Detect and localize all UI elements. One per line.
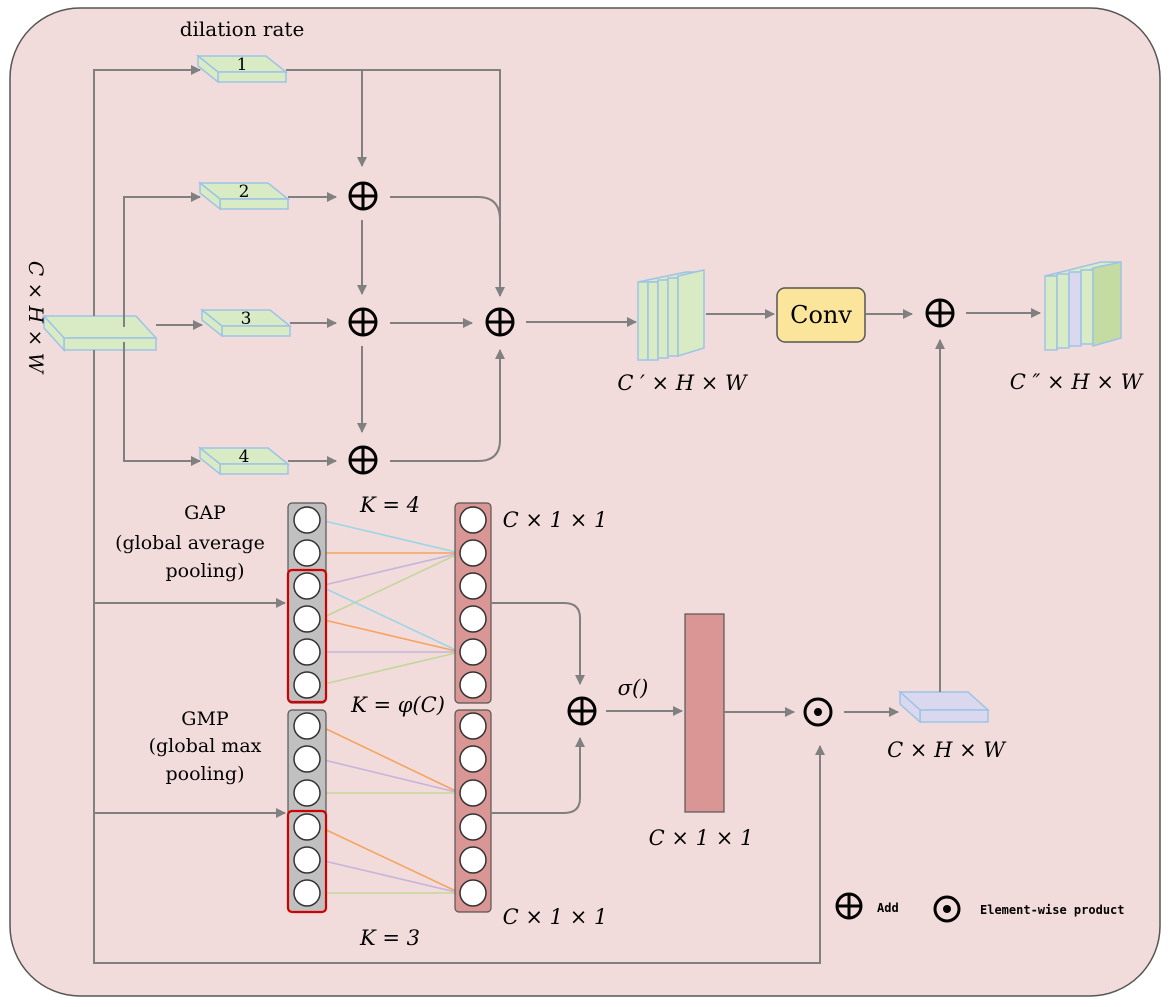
gmp-edge-1 xyxy=(319,758,461,794)
gap-edge-3 xyxy=(319,552,461,620)
conv-block: Conv xyxy=(776,287,866,343)
k-top-label: K = 4 xyxy=(359,493,420,517)
legend-add-icon xyxy=(835,892,863,920)
gap-fc-neuron-4 xyxy=(459,638,487,666)
gap-label-line3: pooling) xyxy=(165,560,244,582)
concat-dims-label: C ′ × H × W xyxy=(617,371,749,395)
gmp-neuron-1 xyxy=(293,745,321,773)
c11-bottom-label: C × 1 × 1 xyxy=(503,905,608,929)
gmp-fc-neuron-3 xyxy=(459,813,487,841)
legend-add-label: Add xyxy=(877,901,899,915)
gmp-edge-0 xyxy=(319,725,461,794)
dilation-rate-label: dilation rate xyxy=(180,17,305,41)
dilation-rate-4: 4 xyxy=(239,447,250,467)
c11-top-label: C × 1 × 1 xyxy=(503,508,608,532)
pooling-network xyxy=(286,502,492,914)
dilation-block-1: 1 xyxy=(195,54,289,84)
diagram-panel xyxy=(9,7,1161,997)
add-node-output xyxy=(925,298,955,328)
add-node-3 xyxy=(348,445,378,475)
input-dims-label: C × H × W xyxy=(24,261,48,375)
gap-edge-2 xyxy=(319,552,461,587)
gap-edge-7 xyxy=(319,651,461,686)
gap-window-highlight xyxy=(286,568,328,704)
gap-fc-neuron-2 xyxy=(459,572,487,600)
gap-neuron-4 xyxy=(293,638,321,666)
output-dims-label: C ″ × H × W xyxy=(1010,370,1145,394)
attention-weights-bar xyxy=(684,613,725,813)
legend-product-label: Element-wise product xyxy=(980,903,1125,917)
gmp-neuron-4 xyxy=(293,846,321,874)
output-feature-map xyxy=(1044,261,1122,351)
k-mid-label: K = φ(C) xyxy=(350,693,445,717)
gmp-fc-neuron-1 xyxy=(459,745,487,773)
gap-edge-0 xyxy=(319,519,461,554)
gap-edge-5 xyxy=(319,618,461,653)
dilation-block-2: 2 xyxy=(197,181,291,211)
dilation-rate-1: 1 xyxy=(237,55,248,75)
conv-label: Conv xyxy=(790,301,852,329)
legend-product-icon xyxy=(933,895,961,923)
gmp-label-line3: pooling) xyxy=(165,763,244,785)
weighted-feature-map xyxy=(898,690,990,724)
product-node xyxy=(803,697,833,727)
add-node-2 xyxy=(348,307,378,337)
legend: Add Element-wise product xyxy=(835,892,1125,923)
gmp-edge-4 xyxy=(319,859,461,894)
gap-edge-4 xyxy=(319,585,461,653)
gap-neuron-0 xyxy=(293,506,321,534)
product-dims-label: C × H × W xyxy=(887,738,1007,762)
dilation-block-4: 4 xyxy=(197,446,291,476)
dilation-rate-2: 2 xyxy=(239,182,250,202)
gmp-neuron-2 xyxy=(293,779,321,807)
add-node-attention xyxy=(567,696,597,726)
gmp-fc-neuron-5 xyxy=(459,879,487,907)
dilation-block-3: 3 xyxy=(199,308,293,338)
input-feature-map xyxy=(42,314,158,352)
gap-neuron-2 xyxy=(293,572,321,600)
gmp-edge-3 xyxy=(319,826,461,894)
gmp-fc-neuron-2 xyxy=(459,779,487,807)
gmp-fc-neuron-0 xyxy=(459,712,487,740)
gap-fc-neuron-0 xyxy=(459,506,487,534)
gap-neuron-1 xyxy=(293,539,321,567)
gap-fc-neuron-1 xyxy=(459,539,487,567)
gap-neuron-3 xyxy=(293,605,321,633)
gmp-label-line2: (global max xyxy=(149,735,262,757)
add-node-1 xyxy=(348,181,378,211)
gmp-neuron-0 xyxy=(293,712,321,740)
gmp-neuron-3 xyxy=(293,813,321,841)
concat-feature-map xyxy=(637,269,705,361)
gap-fc-neuron-3 xyxy=(459,605,487,633)
gmp-label-line1: GMP xyxy=(181,708,229,730)
k-bottom-label: K = 3 xyxy=(359,926,420,950)
gap-neuron-5 xyxy=(293,671,321,699)
c11-sigma-label: C × 1 × 1 xyxy=(649,826,754,850)
gmp-window-highlight xyxy=(286,809,328,914)
gmp-neuron-5 xyxy=(293,879,321,907)
add-node-sum xyxy=(485,307,515,337)
sigma-label: σ() xyxy=(618,676,649,700)
gap-fc-neuron-5 xyxy=(459,671,487,699)
dilation-rate-3: 3 xyxy=(241,309,252,329)
gap-label-line2: (global average xyxy=(115,532,265,554)
gap-label-line1: GAP xyxy=(184,502,226,524)
gmp-fc-neuron-4 xyxy=(459,846,487,874)
